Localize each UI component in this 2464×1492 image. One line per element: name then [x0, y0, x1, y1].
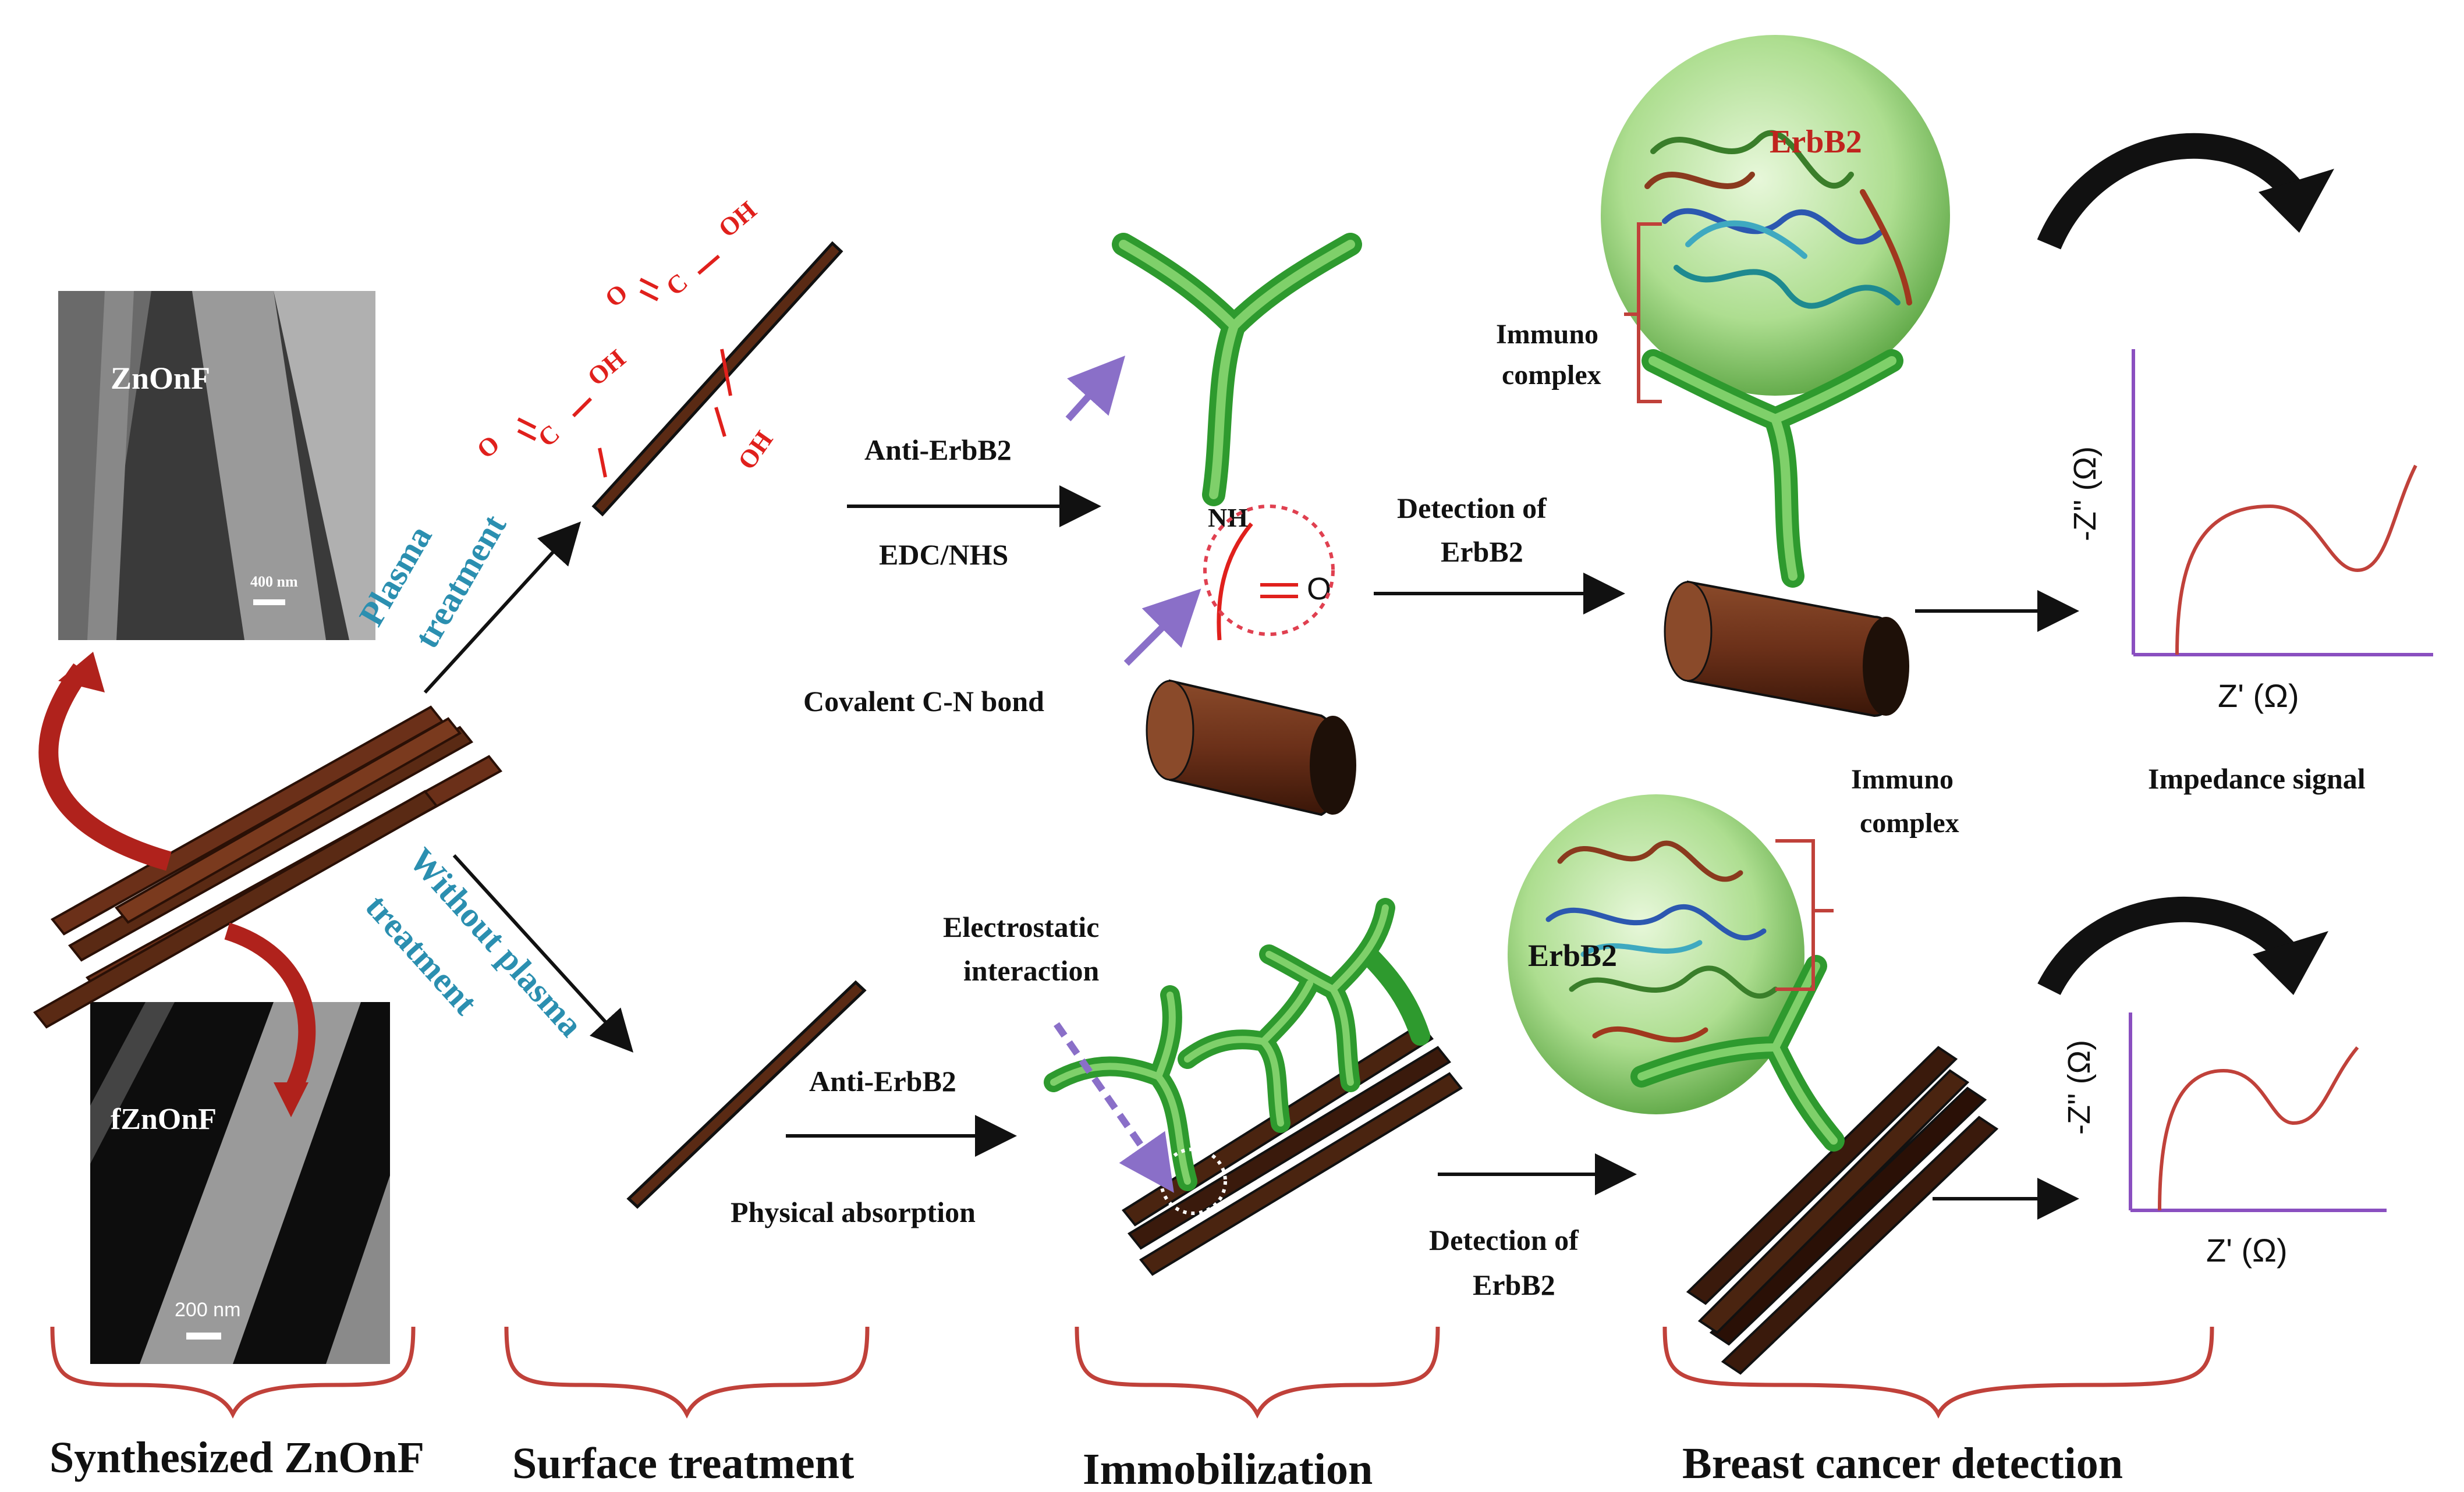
chem-nh: NH	[1208, 503, 1248, 532]
antibody-bundle-bottom	[1044, 898, 1463, 1276]
stage-label-detection: Breast cancer detection	[1682, 1439, 2123, 1488]
bottom-detection-label-2: ErbB2	[1473, 1269, 1555, 1301]
top-reagent-label: Anti-ErbB2	[864, 434, 1012, 466]
nyquist-top-yaxis: -Z'' (Ω)	[2068, 446, 2103, 541]
nyquist-top-xaxis: Z' (Ω)	[2218, 677, 2299, 714]
chem-oh2: OH	[713, 196, 762, 243]
bottom-reagent-label: Anti-ErbB2	[809, 1065, 956, 1097]
fiber-bundle	[33, 705, 503, 1029]
immuno-top-label-2: complex	[1502, 360, 1601, 390]
erbb2-top-label: ErbB2	[1770, 124, 1862, 160]
top-detection-label-2: ErbB2	[1441, 535, 1523, 568]
sem-top-label: ZnOnF	[111, 361, 210, 396]
top-reagent-below-label: EDC/NHS	[879, 538, 1008, 571]
chem-oh3: OH	[732, 426, 778, 475]
erbb2-complex-bottom: ErbB2	[1508, 794, 1999, 1375]
nyquist-plot-top: -Z'' (Ω) Z' (Ω)	[2037, 133, 2433, 714]
erbb2-complex-top: ErbB2	[1601, 35, 1950, 717]
chem-o1: O	[471, 429, 505, 464]
chem-o2: O	[600, 278, 633, 313]
sem-bottom-label: fZnOnF	[111, 1103, 217, 1136]
chem-oh1: OH	[582, 344, 631, 392]
stage-label-synthesized: Synthesized ZnOnF	[49, 1433, 424, 1482]
antibody-cylinder-top: NH O	[1112, 233, 1362, 816]
nyquist-bottom-yaxis: -Z'' (Ω)	[2062, 1040, 2097, 1135]
top-detection-label-1: Detection of	[1397, 492, 1547, 524]
nyquist-plot-bottom: -Z'' (Ω) Z' (Ω)	[2037, 896, 2387, 1269]
bottom-reagent-below-label: Physical absorption	[731, 1196, 976, 1228]
bottom-detection-label-1: Detection of	[1429, 1224, 1579, 1256]
branch-arrows	[423, 521, 634, 1053]
chem-o-amide: O	[1307, 571, 1331, 606]
stage-label-immobilization: Immobilization	[1083, 1445, 1373, 1492]
untreated-fiber	[626, 980, 867, 1209]
sem-top-scalebar	[253, 599, 285, 605]
stage-label-surface: Surface treatment	[512, 1439, 854, 1488]
sem-image-bottom: fZnOnF 200 nm	[90, 1002, 390, 1364]
impedance-signal-label: Impedance signal	[2148, 762, 2366, 795]
sem-bottom-scalebar	[186, 1333, 221, 1340]
covalent-bond-label: Covalent C-N bond	[803, 685, 1044, 717]
immuno-bottom-label-1: Immuno	[1851, 764, 1954, 795]
electrostatic-label-1: Electrostatic	[943, 911, 1099, 943]
red-curved-arrows	[38, 652, 316, 1117]
sem-top-scale: 400 nm	[250, 573, 298, 590]
nyquist-bottom-xaxis: Z' (Ω)	[2206, 1232, 2288, 1269]
sem-image-top: ZnOnF 400 nm	[58, 291, 375, 640]
immuno-top-label-1: Immuno	[1496, 319, 1598, 350]
chem-c1: C	[533, 419, 565, 453]
electrostatic-label-2: interaction	[963, 954, 1099, 987]
plasma-treated-fiber: O C OH O C OH OH	[471, 196, 843, 517]
chem-c2: C	[661, 268, 693, 301]
sem-bottom-scale: 200 nm	[175, 1299, 240, 1321]
stage-brackets	[50, 1326, 2214, 1419]
immuno-bottom-label-2: complex	[1860, 808, 1959, 839]
antibody-pointer-arrow	[1065, 356, 1126, 422]
bond-pointer-arrow	[1123, 588, 1201, 666]
erbb2-bottom-label: ErbB2	[1528, 938, 1617, 973]
